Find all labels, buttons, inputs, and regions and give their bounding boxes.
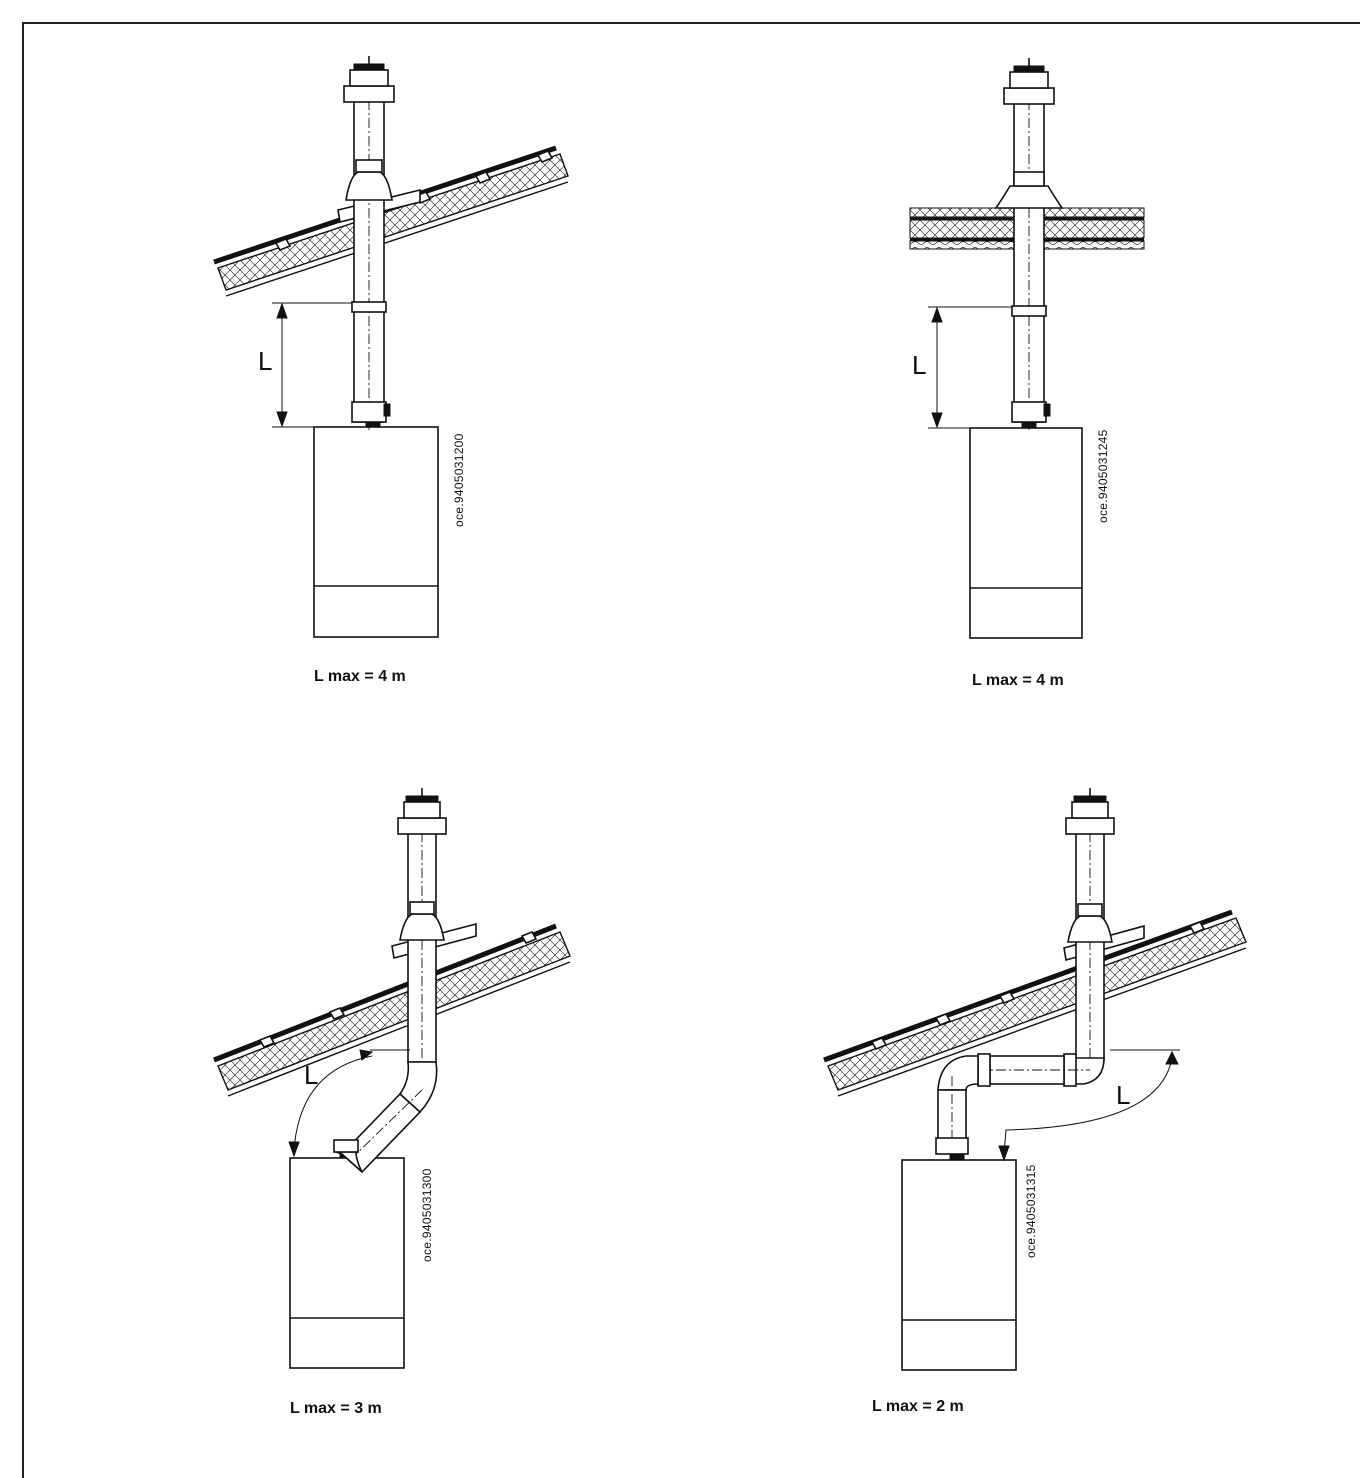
boiler-unit (901, 1153, 1017, 1371)
length-dimension (928, 306, 1012, 429)
diagram-panel-1: L oce.9405031200 L max = 4 m (0, 0, 680, 740)
pitched-roof (823, 909, 1247, 1097)
length-dimension (998, 1049, 1180, 1162)
reference-code: oce.9405031315 (1024, 1164, 1038, 1258)
length-caption: L max = 3 m (290, 1400, 382, 1417)
length-caption: L max = 4 m (314, 668, 406, 685)
length-dimension (288, 1049, 410, 1158)
flue-terminal (1065, 788, 1115, 835)
page-frame (22, 22, 1360, 1478)
flue-drawing-2 (909, 58, 1145, 639)
length-caption: L max = 2 m (872, 1398, 964, 1415)
boiler-unit (313, 420, 439, 638)
pitched-roof (213, 923, 571, 1097)
flue-terminal (397, 788, 447, 835)
diagram-panel-3: L oce.9405031300 L max = 3 m (213, 788, 571, 1417)
length-caption: L max = 4 m (972, 672, 1064, 689)
flue-pipe (345, 64, 393, 430)
flue-drawing-3 (213, 788, 571, 1369)
roof-tiles (274, 149, 554, 252)
roof-tiles (870, 920, 1206, 1051)
length-dimension (272, 302, 352, 428)
flue-terminal (343, 56, 395, 103)
flue-terminal (1003, 58, 1055, 105)
roof-tiles (258, 930, 538, 1049)
dimension-label: L (912, 350, 927, 380)
dimension-label: L (258, 346, 273, 376)
flue-drawing-1 (213, 56, 569, 638)
flue-pipe (333, 796, 445, 1174)
flue-pipe (994, 64, 1064, 430)
flue-pipe (935, 796, 1113, 1160)
diagram-panel-2: L oce.9405031245 L max = 4 m (909, 58, 1145, 689)
dimension-label: L (1116, 1080, 1131, 1110)
dimension-label: L (304, 1060, 319, 1090)
